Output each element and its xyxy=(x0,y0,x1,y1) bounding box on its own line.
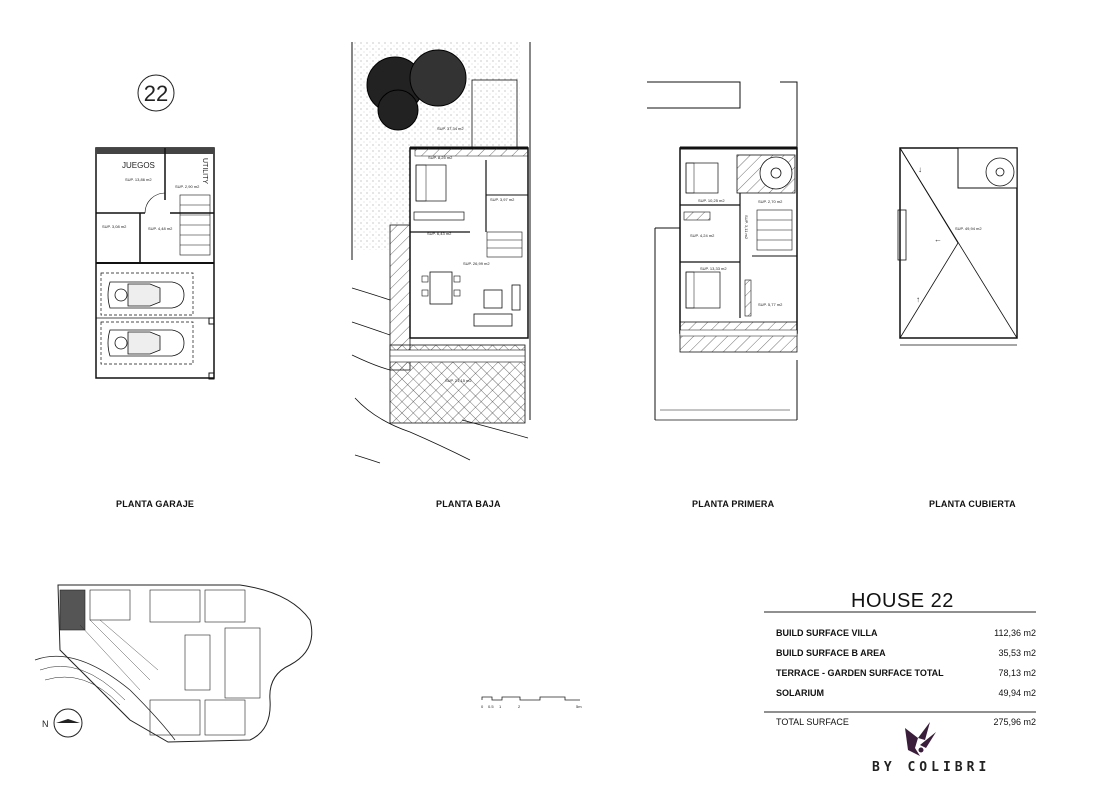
svg-text:0: 0 xyxy=(481,704,484,709)
summary-row-label: BUILD SURFACE B AREA xyxy=(776,648,886,658)
summary-row: BUILD SURFACE B AREA 35,53 m2 xyxy=(776,648,1036,658)
north-label: N xyxy=(42,719,49,729)
summary-row-value: 78,13 m2 xyxy=(998,668,1036,678)
svg-text:SUP. 13,33 m2: SUP. 13,33 m2 xyxy=(700,266,727,271)
svg-text:2: 2 xyxy=(518,704,521,709)
svg-text:SUP. 49,94 m2: SUP. 49,94 m2 xyxy=(955,226,982,231)
svg-text:SUP. 10,25 m2: SUP. 10,25 m2 xyxy=(698,198,725,203)
summary-row-value: 35,53 m2 xyxy=(998,648,1036,658)
first-floor-plan xyxy=(647,81,798,421)
summary-total-label: TOTAL SURFACE xyxy=(776,717,849,727)
summary-row: TERRACE - GARDEN SURFACE TOTAL 78,13 m2 xyxy=(776,668,1036,678)
garage-plan xyxy=(95,147,215,380)
summary-title: HOUSE 22 xyxy=(851,590,954,612)
svg-text:JUEGOS: JUEGOS xyxy=(122,161,155,170)
svg-text:SUP. 21,15 m2: SUP. 21,15 m2 xyxy=(445,378,472,383)
svg-text:5m: 5m xyxy=(576,704,582,709)
svg-text:SUP. 2,70 m2: SUP. 2,70 m2 xyxy=(758,199,783,204)
svg-text:1: 1 xyxy=(499,704,502,709)
svg-text:SUP. 2,90 m2: SUP. 2,90 m2 xyxy=(175,184,200,189)
roof-plan xyxy=(897,147,1018,346)
summary-row-label: BUILD SURFACE VILLA xyxy=(776,628,878,638)
floor-label-roof: PLANTA CUBIERTA xyxy=(929,499,1016,509)
svg-text:←: ← xyxy=(934,235,942,244)
svg-text:SUP. 8,25 m2: SUP. 8,25 m2 xyxy=(428,155,453,160)
summary-row-label: SOLARIUM xyxy=(776,688,824,698)
summary-row-value: 49,94 m2 xyxy=(998,688,1036,698)
car-icon xyxy=(107,329,185,357)
floor-label-first: PLANTA PRIMERA xyxy=(692,499,775,509)
summary-row: BUILD SURFACE VILLA 112,36 m2 xyxy=(776,628,1036,638)
svg-text:SUP. 3,97 m2: SUP. 3,97 m2 xyxy=(490,197,515,202)
svg-text:SUP. 4,48 m2: SUP. 4,48 m2 xyxy=(148,226,173,231)
svg-text:SUP. 3,11 m2: SUP. 3,11 m2 xyxy=(744,215,749,240)
floor-label-garage: PLANTA GARAJE xyxy=(116,499,195,509)
scale-bar xyxy=(481,696,580,701)
house-number-circle xyxy=(137,74,175,112)
floor-label-ground: PLANTA BAJA xyxy=(436,499,501,509)
site-plan xyxy=(34,584,313,743)
svg-text:SUP. 26,99 m2: SUP. 26,99 m2 xyxy=(463,261,490,266)
svg-text:↓: ↓ xyxy=(918,165,922,174)
svg-text:SUP. 37,34 m2: SUP. 37,34 m2 xyxy=(437,126,464,131)
summary-total-row: TOTAL SURFACE 275,96 m2 xyxy=(776,717,1036,727)
ground-floor-plan xyxy=(351,42,531,464)
summary-row-value: 112,36 m2 xyxy=(994,628,1036,638)
svg-text:SUP. 6,43 m2: SUP. 6,43 m2 xyxy=(427,231,452,236)
svg-text:SUP. 13,86 m2: SUP. 13,86 m2 xyxy=(125,177,152,182)
svg-text:SUP. 4,24 m2: SUP. 4,24 m2 xyxy=(690,233,715,238)
svg-text:0.5: 0.5 xyxy=(488,704,494,709)
car-icon xyxy=(107,281,185,309)
summary-row: SOLARIUM 49,94 m2 xyxy=(776,688,1036,698)
north-arrow-icon xyxy=(53,708,83,738)
house-number: 22 xyxy=(144,81,168,106)
svg-text:SUP. 3,08 m2: SUP. 3,08 m2 xyxy=(102,224,127,229)
svg-text:SUP. 5,77 m2: SUP. 5,77 m2 xyxy=(758,302,783,307)
colibri-logo-icon xyxy=(905,722,936,756)
summary-row-label: TERRACE - GARDEN SURFACE TOTAL xyxy=(776,668,944,678)
summary-total-value: 275,96 m2 xyxy=(993,717,1036,727)
svg-text:↑: ↑ xyxy=(916,295,920,304)
brand-logo-text: BY COLIBRI xyxy=(872,760,991,775)
svg-text:UTILITY: UTILITY xyxy=(201,158,208,184)
